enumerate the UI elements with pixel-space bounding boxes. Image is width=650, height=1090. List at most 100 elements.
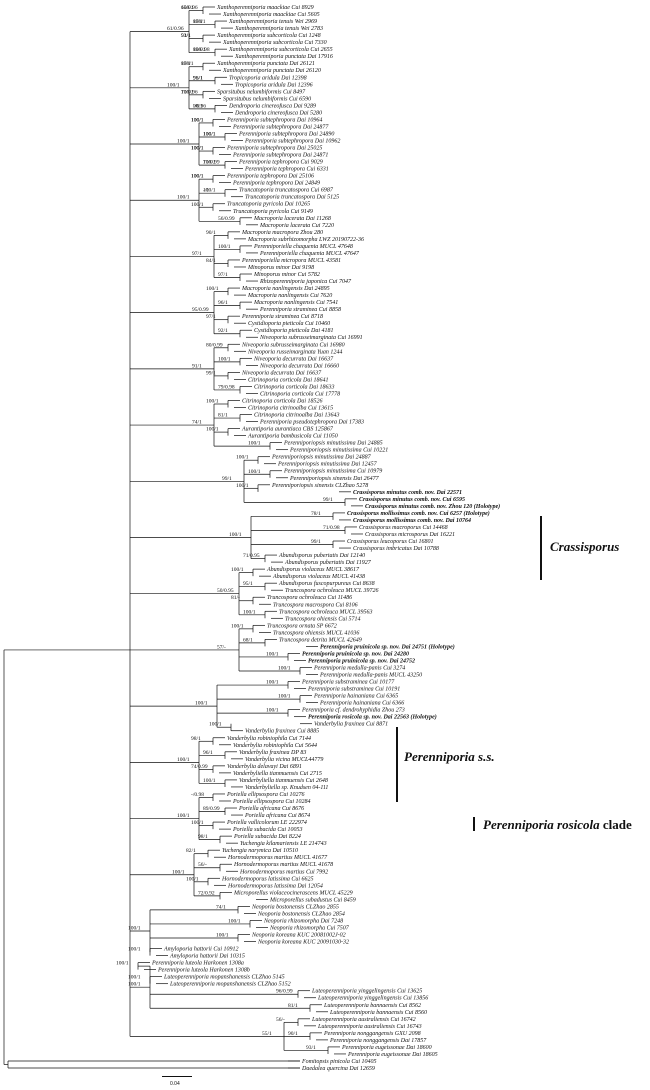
taxon-label: Yuchengia narymica Dai 10510	[222, 848, 298, 854]
support-value: 100/1	[236, 455, 249, 461]
taxon-label: Perenniporia hainaniana Cui 6366	[319, 701, 404, 707]
taxon-label: Perenniporia tephropora Dai 24849	[232, 180, 320, 187]
taxon-label: Yuchengia kilamariensis LE 214743	[240, 840, 327, 847]
support-value: 97/1	[206, 314, 216, 320]
taxon-label: Xanthoperenniporia punctata Dai 17916	[234, 54, 333, 60]
support-value: 97/1	[218, 272, 228, 278]
taxon-label: Truncospora macrospora Cui 8106	[273, 602, 358, 608]
support-value: 100/1	[231, 567, 244, 573]
taxon-label: Macroporia nanlingensis Cui 7541	[253, 299, 338, 306]
support-value: 74/0.99	[191, 764, 208, 770]
support-value: 100/1	[231, 623, 244, 629]
taxon-label: Xanthoperenniporia maackiae Cui 8929	[216, 5, 314, 11]
taxon-label: Vanderbyliella tianmuensis Cui 2715	[233, 771, 322, 777]
support-value: 100/1	[203, 188, 216, 194]
support-value: 100/1	[191, 117, 204, 123]
support-value: 89/0.99	[203, 806, 220, 812]
taxon-label: Macroporia nanlingensis Dai 24895	[241, 285, 330, 292]
taxon-label: Perenniporia subtephropora Dai 24890	[238, 130, 334, 137]
taxon-label: Cystidioporia pieticola Cui 10460	[248, 320, 330, 327]
taxon-label: Perenniporia pruinicola sp. nov. Dai 242…	[302, 651, 409, 657]
taxon-label: Perenniporia nonggangensis GXU 2098	[323, 1031, 421, 1037]
taxon-label: Neoporia bostonensis CLZhao 2855	[251, 904, 339, 910]
support-value: 100/1	[266, 651, 279, 657]
taxon-label: Vanderbylia fraxinea DP 83	[239, 749, 306, 756]
taxon-label: Macroporia subrhizomorpha LWZ 20190722-3…	[247, 237, 364, 243]
taxon-label: Perenniporia subtephropora Dai 25025	[226, 146, 322, 152]
taxon-label: Luteoperenniporia yinggelingensis Cui 13…	[317, 996, 428, 1002]
taxon-label: Luteoperenniporia bannaensis Cui 8560	[329, 1010, 427, 1016]
taxon-label: Vanderbyliella tianmuensis Cui 2648	[239, 777, 328, 784]
support-value: 100/1	[228, 918, 241, 924]
taxon-label: Macroporia lacerata Dai 11268	[253, 216, 331, 222]
taxon-label: Poriella ellipsospora Cui 10284	[232, 798, 311, 805]
support-value: 100/1	[203, 160, 216, 166]
taxon-label: Perenniporia straminea Cui 8858	[259, 307, 341, 313]
taxon-label: Citrinoporia citrinoalba Dai 13643	[254, 412, 340, 419]
taxon-label: Citrinoporia corticola Dai 18641	[248, 376, 329, 383]
taxon-label: Macroporia nanlingensis Cui 7620	[247, 293, 332, 299]
taxon-label: Poriella ellipsospora Cui 10276	[226, 792, 305, 798]
taxon-label: Truncospora ochroleuca MUCL 39726	[285, 588, 379, 594]
support-value: 82/1	[186, 848, 196, 854]
taxon-label: Hornodermoporus latissima Dai 12054	[227, 882, 323, 889]
support-value: 78/1	[311, 511, 321, 517]
taxon-label: Aurantiporia aurantiaca CBS 125867	[241, 427, 334, 433]
support-value: 100/1	[193, 19, 206, 25]
support-value: 92/1	[218, 328, 228, 334]
taxon-label: Perenniporia subtephropora Dai 24877	[232, 123, 329, 130]
taxon-label: Vanderbylia vicina MUCL44779	[245, 756, 323, 763]
taxon-label: Crassisporus leucoporus Cui 16801	[347, 539, 434, 545]
taxon-label: Crassisporus minutus comb. nov. Cui 6595	[359, 497, 465, 503]
support-value: 100/1	[193, 47, 206, 53]
taxon-label: Neoporia koreana KUC 20091030-32	[257, 940, 349, 946]
support-value: 99/1	[206, 370, 216, 376]
support-value: 95/1	[243, 581, 253, 587]
taxon-label: Perenniporiopsis minutissima Dai 24887	[271, 454, 372, 461]
support-value: 100/1	[181, 89, 194, 95]
taxon-label: Vanderbylia robiniophila Cui 7144	[227, 735, 311, 742]
taxon-label: Perenniporia cf. dendrohyphidia Zhou 273	[301, 707, 405, 714]
support-value: 96/0.99	[276, 989, 293, 995]
taxon-label: Truncatoporia pyricola Dai 10265	[227, 202, 310, 208]
support-value: 72/0.92	[198, 890, 215, 896]
taxon-label: Aurantiporia bambusicola Cui 11050	[247, 434, 338, 440]
taxon-labels: Xanthoperenniporia maackiae Cui 8929Xant…	[151, 5, 500, 1072]
taxon-label: Abundisporus fuscopurpureus Cui 8638	[278, 580, 375, 587]
taxon-label: Neoporia koreana KUC 20081002J-02	[251, 932, 346, 938]
support-value: 100/1	[206, 427, 219, 433]
taxon-label: Perenniporia rosicola sp. nov. Dai 22563…	[308, 714, 437, 721]
support-value: 96/1	[203, 750, 213, 756]
taxon-label: Luteoperenniporia australiensis Cui 1674…	[317, 1023, 422, 1030]
taxon-label: Perenniporia tephropora Dai 25106	[226, 174, 314, 180]
taxon-label: Perenniporia tephropora Cui 9029	[238, 160, 323, 166]
support-value: 100/1	[177, 813, 190, 819]
support-value: 55/1	[262, 1031, 272, 1037]
support-value: 100/1	[128, 947, 141, 953]
taxon-label: Perenniporiopsis minutissima Dai 24885	[283, 440, 383, 447]
support-value: 65/0.96	[181, 5, 198, 11]
support-value: 100/1	[177, 757, 190, 763]
support-value: 100/1	[203, 131, 216, 137]
support-value: 100/1	[191, 117, 204, 123]
support-value: 100/1	[167, 82, 180, 88]
support-value: 99/1	[323, 497, 333, 503]
support-value: 96/1	[193, 75, 203, 81]
support-value: 95/0.99	[192, 307, 209, 313]
taxon-label: Perenniporia luteola Harkonen 1308a	[151, 961, 244, 967]
taxon-label: Luteoperenniporia yinggelingensis Cui 13…	[311, 989, 422, 995]
taxon-label: Perenniporiopsis sinensis CLZhao 5278	[271, 483, 368, 489]
taxon-label: Tropicoporia aridula Dai 12396	[235, 82, 313, 88]
support-value: 100/1	[191, 202, 204, 208]
support-value: 91/1	[181, 33, 191, 39]
support-value: 90/1	[206, 230, 216, 236]
support-value: 97/1	[192, 251, 202, 257]
taxon-label: Minoporus minor Cui 5782	[253, 272, 320, 278]
taxon-label: Xanthoperenniporia punctata Dai 26121	[216, 61, 315, 67]
clade-label-rosicola-suffix: clade	[599, 817, 632, 832]
support-value: 100/1	[186, 876, 199, 882]
taxon-label: Vanderbyliella sp. Knudsen 04-111	[245, 784, 328, 791]
taxon-label: Abundisporus violaceus MUCL 38617	[266, 567, 360, 573]
support-value: 74/1	[192, 420, 202, 426]
support-value: 100/1	[229, 532, 242, 538]
